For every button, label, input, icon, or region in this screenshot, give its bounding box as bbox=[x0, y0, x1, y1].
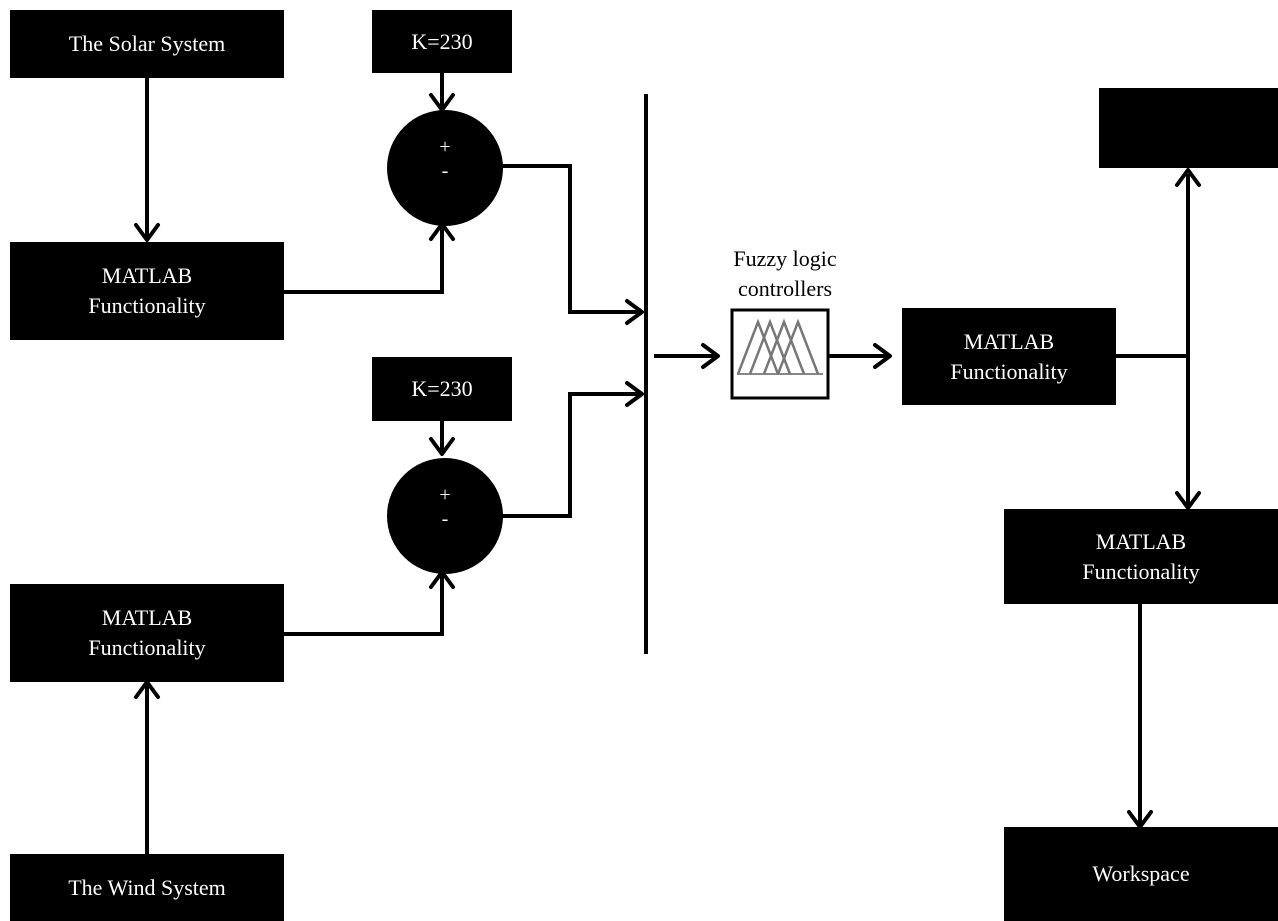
summer-bottom: + - bbox=[387, 458, 503, 574]
gain-top-label: K=230 bbox=[411, 28, 473, 54]
arrow-right-matlab-center bbox=[873, 343, 892, 369]
gain-block-bottom: K=230 bbox=[372, 357, 512, 421]
fuzzy-controller-label: Fuzzy logic controllers bbox=[690, 244, 880, 304]
summer-bottom-minus: - bbox=[441, 508, 449, 530]
arrow-down-matlab-right bbox=[1175, 491, 1201, 510]
arrow-up-output bbox=[1175, 168, 1201, 187]
gain-block-top: K=230 bbox=[372, 10, 512, 73]
arrow-down-matlab-top bbox=[134, 223, 160, 242]
workspace-label: Workspace bbox=[1092, 861, 1190, 886]
solar-system-label: The Solar System bbox=[68, 31, 226, 56]
matlab-top-line2: Functionality bbox=[88, 293, 206, 318]
summer-top: + - bbox=[387, 110, 503, 226]
fuzzy-label-line2: controllers bbox=[737, 276, 833, 301]
summer-top-minus: - bbox=[441, 160, 449, 182]
connector-matlab-summer-bottom bbox=[282, 572, 444, 636]
arrow-right-mux-bottom bbox=[625, 381, 644, 407]
summer-bottom-plus: + bbox=[439, 484, 451, 506]
connector-summer-top-mux bbox=[498, 164, 642, 314]
matlab-top-line1: MATLAB bbox=[101, 263, 193, 288]
output-block-top-right bbox=[1099, 88, 1278, 168]
wind-system-block: The Wind System bbox=[10, 854, 284, 921]
arrow-right-mux-top bbox=[625, 299, 644, 325]
matlab-bottom-left-line1: MATLAB bbox=[101, 605, 193, 630]
matlab-bottom-left-line2: Functionality bbox=[88, 635, 206, 660]
solar-system-block: The Solar System bbox=[10, 10, 284, 78]
matlab-center-line1: MATLAB bbox=[963, 328, 1055, 354]
matlab-function-block-right: MATLAB Functionality bbox=[1004, 509, 1278, 604]
fuzzy-controller-block bbox=[730, 308, 830, 400]
matlab-function-block-top: MATLAB Functionality bbox=[10, 242, 284, 340]
workspace-block: Workspace bbox=[1004, 827, 1278, 921]
matlab-center-line2: Functionality bbox=[950, 358, 1068, 384]
fuzzy-label-line1: Fuzzy logic bbox=[733, 246, 837, 271]
arrow-up-matlab-bottom bbox=[134, 680, 160, 699]
matlab-right-line1: MATLAB bbox=[1095, 528, 1187, 554]
arrow-right-fuzzy bbox=[701, 343, 720, 369]
connector-summer-bottom-mux bbox=[498, 392, 642, 518]
matlab-right-line2: Functionality bbox=[1082, 558, 1200, 584]
matlab-function-block-bottom-left: MATLAB Functionality bbox=[10, 584, 284, 682]
summer-top-plus: + bbox=[439, 136, 451, 158]
wind-system-label: The Wind System bbox=[68, 874, 226, 900]
membership-functions-icon bbox=[736, 318, 820, 375]
arrow-down-summer-bottom bbox=[429, 437, 455, 456]
matlab-function-block-center: MATLAB Functionality bbox=[902, 308, 1116, 405]
connector-matlab-summer-top bbox=[282, 224, 444, 294]
gain-bottom-label: K=230 bbox=[411, 376, 473, 401]
